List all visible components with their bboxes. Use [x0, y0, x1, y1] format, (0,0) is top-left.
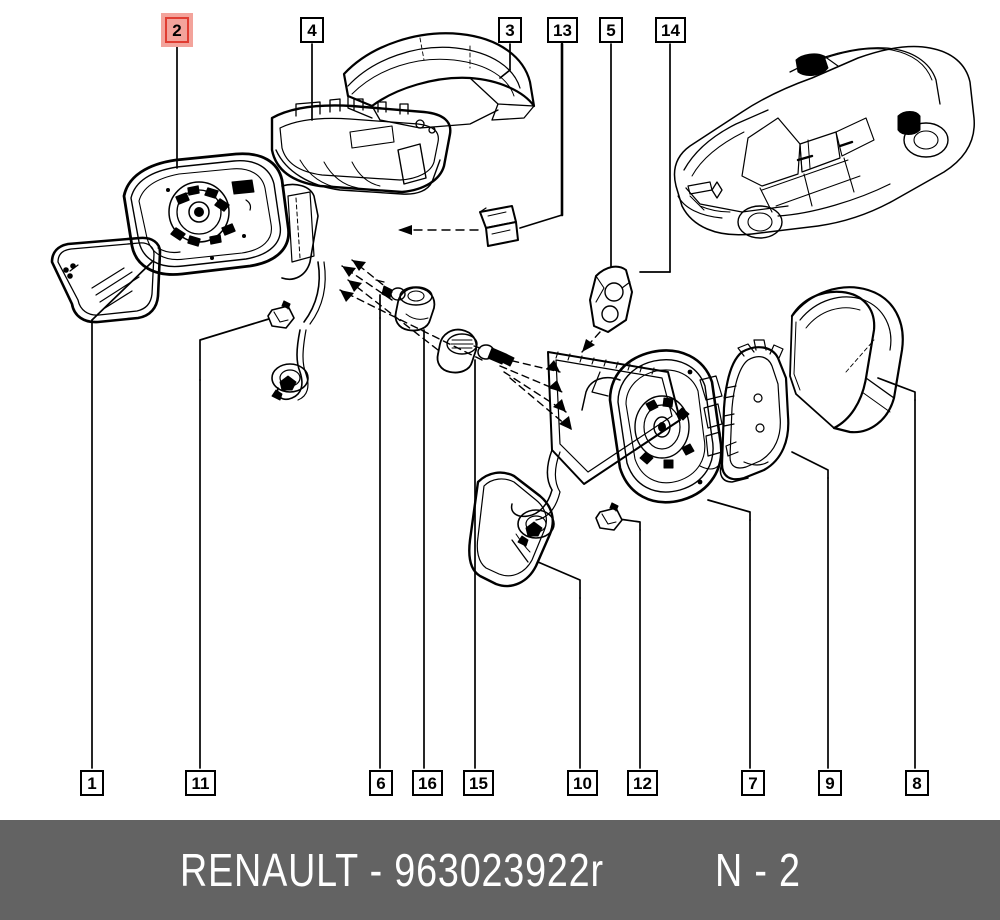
part-right-cover-cap: [789, 286, 904, 434]
part-grommet-6: [394, 286, 436, 332]
callout-label: 2: [172, 20, 182, 40]
left-wiring-harness: [271, 261, 326, 401]
callout-label: 6: [376, 773, 386, 793]
part-left-cover-cap: [342, 32, 536, 129]
part-clip-11: [267, 300, 295, 329]
assembly-arrows: [339, 225, 601, 431]
callout-9[interactable]: 9: [818, 770, 842, 796]
callout-label: 16: [418, 773, 437, 793]
footer-page-reference: N - 2: [715, 844, 801, 896]
part-left-glass-carrier-motor: [122, 152, 319, 280]
footer-brand-part-number: RENAULT - 963023922r: [180, 844, 605, 896]
callout-label: 4: [307, 20, 317, 40]
callout-5[interactable]: 5: [599, 17, 623, 43]
callout-label: 15: [469, 773, 488, 793]
callout-7[interactable]: 7: [741, 770, 765, 796]
callout-label: 5: [606, 20, 616, 40]
part-clip-12: [595, 502, 623, 531]
part-grommet-16: [436, 328, 478, 374]
footer-content: RENAULT - 963023922r N - 2: [180, 843, 820, 897]
callout-12[interactable]: 12: [627, 770, 658, 796]
callout-3[interactable]: 3: [498, 17, 522, 43]
callout-label: 3: [505, 20, 515, 40]
footer-bar: RENAULT - 963023922r N - 2: [0, 820, 1000, 920]
part-screw-15: [473, 344, 515, 367]
callout-10[interactable]: 10: [567, 770, 598, 796]
part-left-mirror-glass: [50, 236, 162, 324]
part-right-lower-housing: [719, 339, 790, 483]
callout-label: 11: [191, 773, 210, 793]
callout-2[interactable]: 2: [165, 17, 189, 43]
callout-label: 7: [748, 773, 758, 793]
callout-6[interactable]: 6: [369, 770, 393, 796]
diagram-canvas: 2 4 3 13 5 14 1 11 6 16 15 10 12 7 9 8: [50, 17, 975, 796]
part-mirror-base-bracket-5: [589, 265, 633, 333]
callout-13[interactable]: 13: [547, 17, 578, 43]
callout-label: 1: [87, 773, 97, 793]
part-vehicle-illustration-14: [673, 45, 975, 239]
leader-lines-bottom: [91, 69, 916, 769]
leader-lines-top: [176, 42, 671, 291]
part-trim-clip-13: [479, 205, 519, 247]
right-mounting-plate: [546, 351, 681, 493]
callout-8[interactable]: 8: [905, 770, 929, 796]
callout-label: 10: [573, 773, 592, 793]
callout-label: 13: [553, 20, 572, 40]
callout-label: 9: [825, 773, 835, 793]
callout-4[interactable]: 4: [300, 17, 324, 43]
part-right-glass-carrier-motor: [581, 349, 723, 504]
callout-16[interactable]: 16: [412, 770, 443, 796]
right-wiring-harness: [510, 489, 561, 547]
callout-11[interactable]: 11: [185, 770, 216, 796]
callout-label: 12: [633, 773, 652, 793]
technical-line-drawing: [50, 32, 975, 769]
part-right-mirror-glass: [468, 471, 554, 588]
callout-14[interactable]: 14: [655, 17, 686, 43]
callout-15[interactable]: 15: [463, 770, 494, 796]
callout-label: 8: [912, 773, 922, 793]
fastener-group: [375, 279, 515, 374]
callout-label: 14: [661, 20, 680, 40]
callout-1[interactable]: 1: [80, 770, 104, 796]
